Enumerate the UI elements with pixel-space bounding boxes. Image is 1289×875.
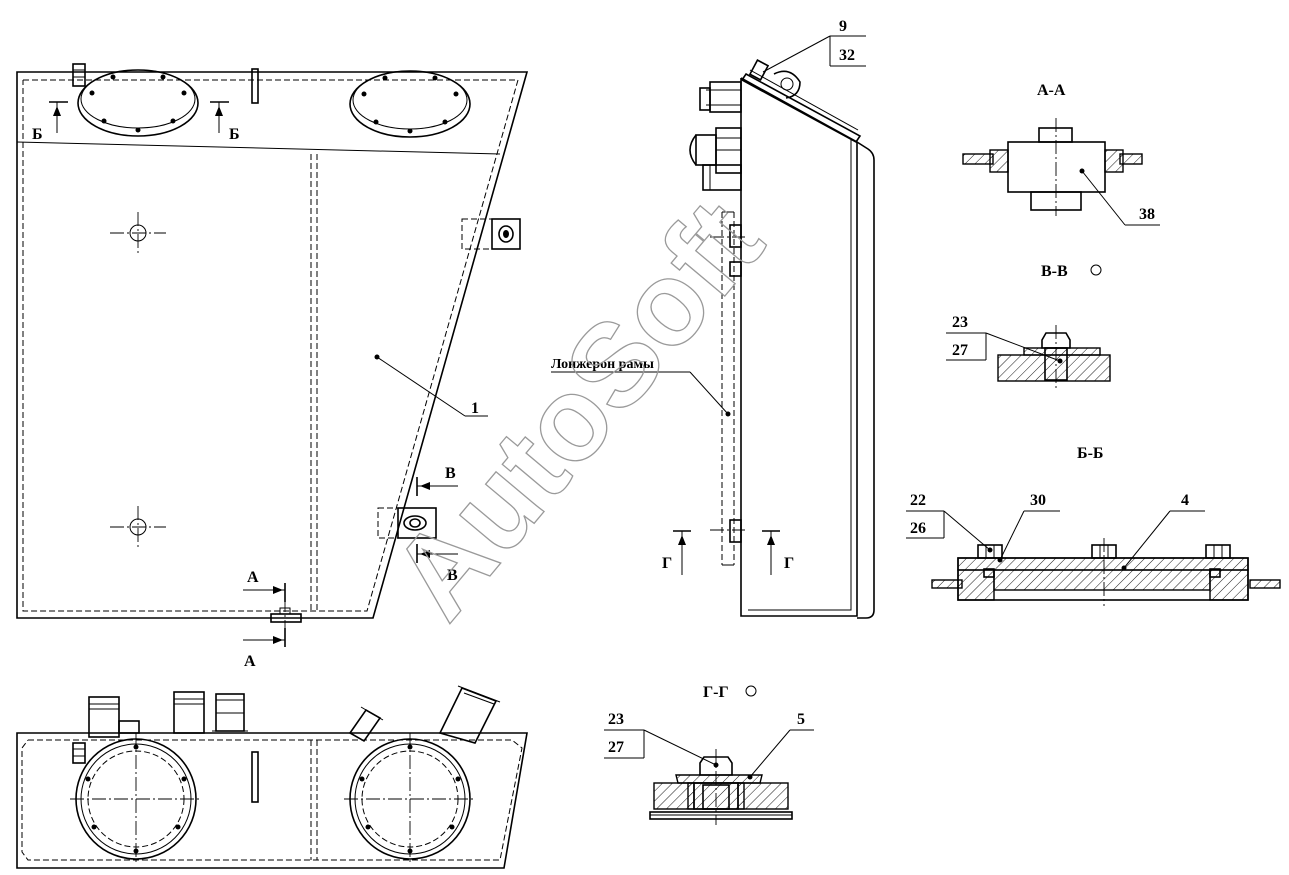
bracket-lower	[377, 507, 437, 539]
watermark-text: AutoSoft	[367, 176, 788, 642]
callout-5: 5	[797, 711, 805, 728]
cut-letter-g-right: Г	[784, 555, 794, 572]
callout-26: 26	[910, 520, 926, 537]
section-vv: В-В 23 27	[946, 263, 1111, 388]
section-bb: Б-Б 22 26 30	[906, 445, 1281, 606]
section-title-aa: А-А	[1037, 82, 1066, 99]
section-title-bb: Б-Б	[1077, 445, 1103, 462]
frame-rail-label: Лонжерон рамы	[551, 357, 654, 372]
bracket-upper	[461, 218, 521, 250]
center-mark-lower	[110, 506, 166, 548]
callout-30: 30	[1030, 492, 1046, 509]
section-gg: Г-Г 23 27 5	[604, 684, 814, 825]
callout-32: 32	[839, 47, 855, 64]
callout-22: 22	[910, 492, 926, 509]
round-flange-left	[70, 733, 202, 865]
callout-1: 1	[471, 400, 479, 417]
section-title-gg: Г-Г	[703, 684, 729, 701]
center-mark-upper	[110, 212, 166, 254]
section-aa: А-А 38	[962, 82, 1160, 226]
cut-letter-g-left: Г	[662, 555, 672, 572]
cut-letter-b-right: Б	[229, 126, 240, 143]
rotated-view-icon-gg	[745, 685, 757, 697]
cut-letter-v-bottom: В	[447, 567, 458, 584]
front-view: Б Б В	[16, 63, 529, 670]
callout-27-gg: 27	[608, 739, 624, 756]
callout-9: 9	[839, 18, 847, 35]
flange-left	[77, 69, 199, 137]
callout-4: 4	[1181, 492, 1189, 509]
cut-letter-v-top: В	[445, 465, 456, 482]
callout-38: 38	[1139, 206, 1155, 223]
callout-27-vv: 27	[952, 342, 968, 359]
top-view	[16, 685, 528, 869]
section-title-vv: В-В	[1041, 263, 1068, 280]
cut-letter-a-bottom: А	[244, 653, 256, 670]
rotated-view-icon	[1090, 264, 1102, 276]
callout-23-gg: 23	[608, 711, 624, 728]
cut-letter-a-top: А	[247, 569, 259, 586]
cut-letter-b-left: Б	[32, 126, 43, 143]
callout-23-vv: 23	[952, 314, 968, 331]
flange-right	[349, 70, 471, 138]
side-view: Лонжерон рамы Г Г 9 32	[551, 18, 875, 619]
round-flange-right	[344, 733, 476, 865]
